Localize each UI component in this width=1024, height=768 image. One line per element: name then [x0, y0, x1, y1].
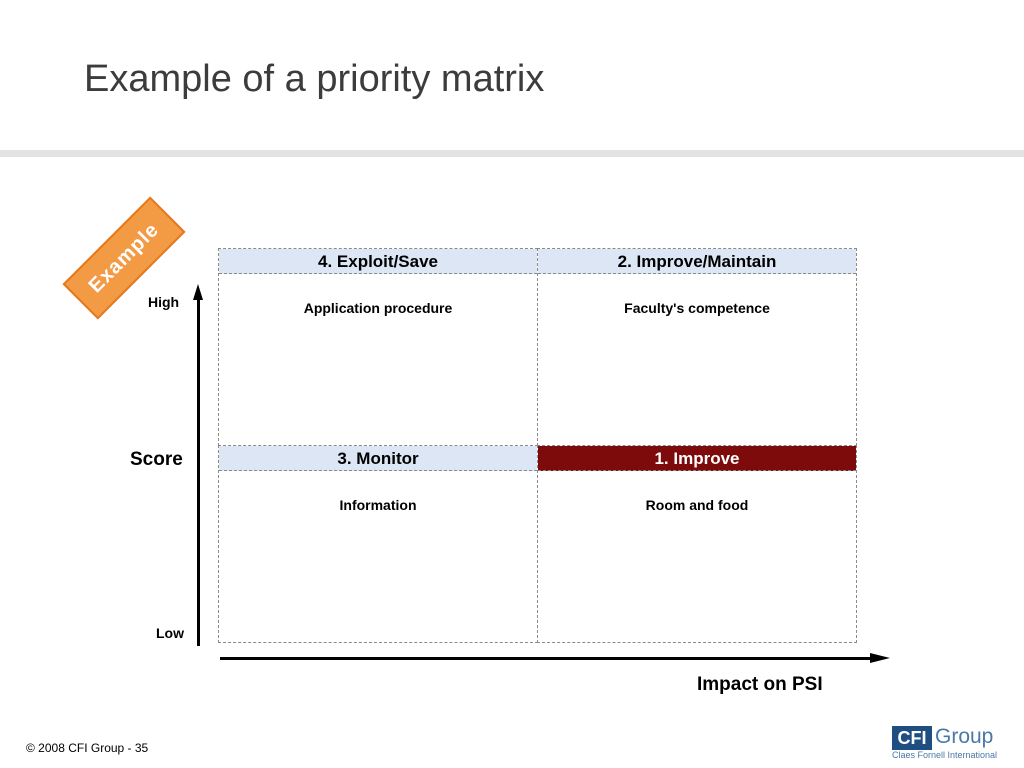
quadrant-header-highlighted: 1. Improve: [538, 446, 856, 471]
quadrant-improve: 1. Improve Room and food: [537, 445, 857, 643]
y-axis-line: [197, 298, 200, 646]
quadrant-exploit-save: 4. Exploit/Save Application procedure: [218, 248, 538, 446]
y-axis-high-label: High: [148, 294, 180, 310]
y-axis-low-label: Low: [156, 625, 184, 641]
quadrant-item: Faculty's competence: [624, 300, 770, 316]
x-axis-arrowhead: [870, 653, 890, 663]
quadrant-item: Room and food: [645, 497, 749, 513]
quadrant-item: Information: [339, 497, 417, 513]
logo-box: CFI: [892, 726, 932, 750]
logo-subtitle: Claes Fornell International: [892, 750, 998, 760]
cfi-group-logo: CFI Group Claes Fornell International: [892, 724, 1016, 762]
quadrant-monitor: 3. Monitor Information: [218, 445, 538, 643]
quadrant-improve-maintain: 2. Improve/Maintain Faculty's competence: [537, 248, 857, 446]
quadrant-item: Application procedure: [303, 300, 453, 316]
quadrant-header: 4. Exploit/Save: [219, 249, 537, 274]
x-axis-title: Impact on PSI: [697, 674, 823, 695]
y-axis-arrowhead: [193, 284, 203, 300]
footer-copyright: © 2008 CFI Group - 35: [26, 741, 149, 755]
logo-wordmark: Group: [935, 725, 994, 748]
quadrant-header: 2. Improve/Maintain: [538, 249, 856, 274]
quadrant-header: 3. Monitor: [219, 446, 537, 471]
slide-title: Example of a priority matrix: [84, 58, 545, 100]
title-divider: [0, 150, 1024, 157]
x-axis-line: [220, 657, 874, 660]
y-axis-title: Score: [130, 449, 183, 470]
